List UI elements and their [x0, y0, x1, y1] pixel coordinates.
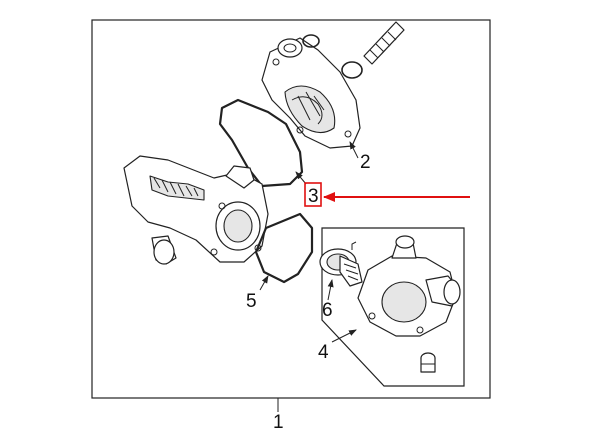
housing-gasket [254, 212, 314, 284]
thermostat-housing-body [123, 155, 269, 265]
pump-o-ring-small [302, 34, 320, 48]
highlight-box [304, 182, 322, 207]
callout-4: 4 [318, 342, 329, 363]
callout-3: 3 [308, 186, 319, 207]
callout-6: 6 [322, 300, 333, 321]
assembly-frame [91, 19, 491, 399]
pump-o-ring-right [341, 61, 363, 79]
connecting-pipe [363, 21, 405, 65]
callout-1: 1 [273, 412, 284, 433]
leader-3 [295, 171, 307, 185]
subassembly-4-frame [321, 227, 465, 387]
thermostat [319, 241, 363, 287]
water-pump-housing [261, 37, 361, 149]
callout-2: 2 [360, 152, 371, 173]
thermostat-cover [357, 235, 461, 337]
leader-5 [259, 275, 269, 291]
leader-4 [331, 329, 357, 343]
leader-2 [349, 141, 359, 159]
drain-plug [420, 352, 436, 373]
leader-6 [327, 279, 334, 301]
callout-5: 5 [246, 291, 257, 312]
